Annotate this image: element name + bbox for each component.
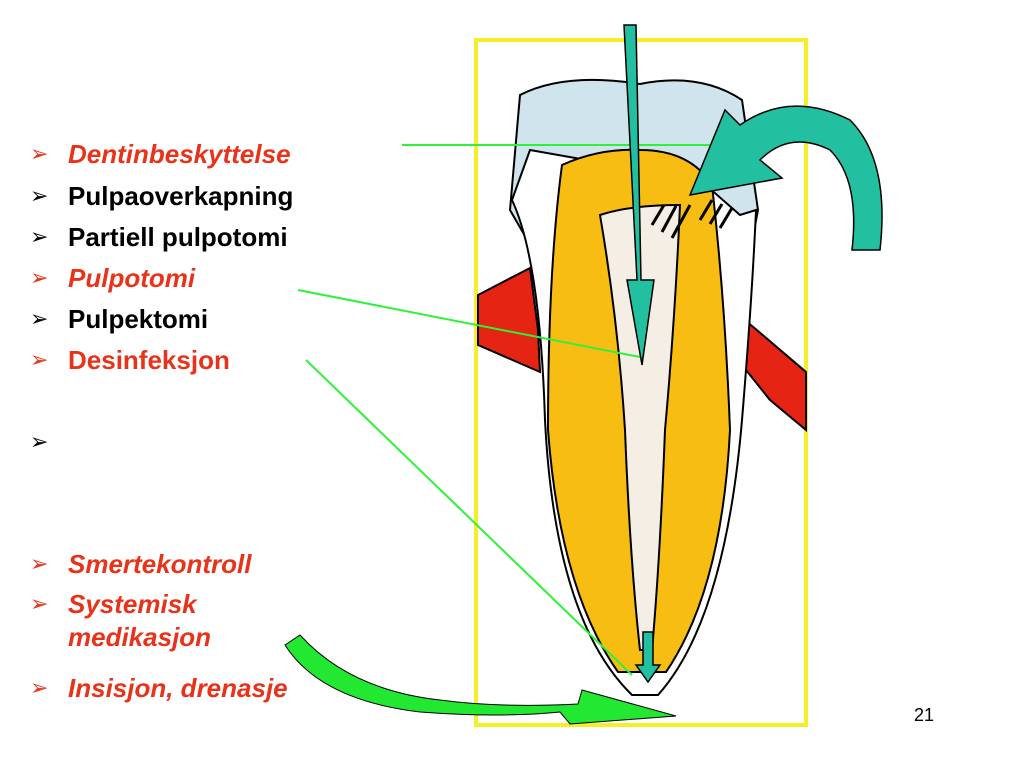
bullet-text: Insisjon, drenasje [68, 673, 288, 703]
bullet-item: ➢ Smertekontroll [30, 548, 252, 581]
bullet-text: Desinfeksjon [68, 345, 230, 375]
gum-left [477, 266, 542, 374]
bullet-text: Pulpektomi [68, 304, 209, 334]
bullet-item: ➢ [30, 426, 68, 459]
bullet-arrow-icon: ➢ [30, 676, 49, 701]
bullet-item: ➢ Pulpotomi [30, 262, 195, 295]
bullet-arrow-icon: ➢ [30, 348, 49, 373]
page-number: 21 [913, 705, 934, 725]
teal-small-down-arrow-icon [634, 631, 662, 684]
bullet-text: Partiell pulpotomi [68, 222, 288, 252]
bullet-arrow-icon: ➢ [30, 592, 49, 617]
bullet-item: ➢ Systemisk medikasjon [30, 588, 211, 654]
bullet-arrow-icon: ➢ [30, 184, 49, 209]
hatched-area [650, 199, 734, 239]
bullet-item: ➢ Pulpaoverkapning [30, 180, 293, 213]
bullet-text: Systemisk medikasjon [68, 589, 212, 652]
teal-curved-arrow-icon [688, 105, 883, 251]
bullet-arrow-icon: ➢ [30, 266, 49, 291]
pulp [598, 203, 682, 651]
bullet-item: ➢ Dentinbeskyttelse [30, 138, 291, 171]
teal-down-arrow-icon [623, 24, 655, 366]
pointer-line-pulpotomi [297, 289, 641, 358]
bullet-item: ➢ Insisjon, drenasje [30, 672, 288, 705]
bullet-arrow-icon: ➢ [30, 307, 49, 332]
bullet-text: Pulpaoverkapning [68, 181, 294, 211]
bullet-text: Pulpotomi [68, 263, 196, 293]
bullet-text: Dentinbeskyttelse [68, 139, 291, 169]
bullet-arrow-icon: ➢ [30, 430, 49, 455]
green-curved-arrow-icon [284, 634, 677, 725]
bullet-arrow-icon: ➢ [30, 225, 49, 250]
bullet-text: Smertekontroll [68, 549, 252, 579]
bullet-arrow-icon: ➢ [30, 552, 49, 577]
pointer-line-desinfeksjon [305, 359, 633, 676]
bullet-item: ➢ Pulpektomi [30, 303, 208, 336]
bullet-item: ➢ Partiell pulpotomi [30, 221, 288, 254]
bullet-item: ➢ Desinfeksjon [30, 344, 230, 377]
bullet-arrow-icon: ➢ [30, 142, 49, 167]
